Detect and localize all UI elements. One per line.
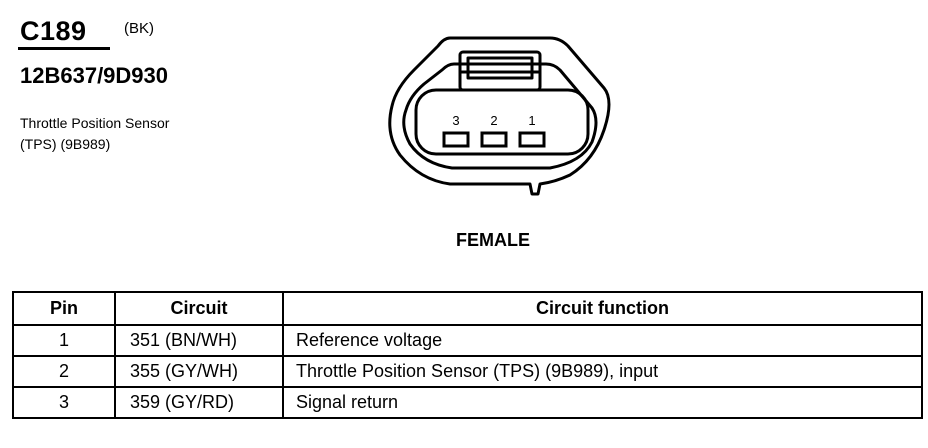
pin-cavity-3: [442, 131, 470, 148]
connector-housing: [388, 36, 611, 196]
locking-tab-inner: [466, 56, 534, 80]
cell-circuit-function: Reference voltage: [282, 324, 923, 357]
connector-face-diagram: 3 2 1: [388, 36, 611, 196]
housing-inner-wall: [402, 62, 598, 170]
pin-label-3: 3: [452, 113, 459, 128]
connector-id: C189: [20, 16, 87, 46]
table-row: 1 351 (BN/WH) Reference voltage: [12, 324, 923, 357]
table-row: 2 355 (GY/WH) Throttle Position Sensor (…: [12, 355, 923, 388]
cell-circuit: 359 (GY/RD): [114, 386, 284, 419]
cell-circuit: 351 (BN/WH): [114, 324, 284, 357]
connector-color: (BK): [124, 20, 154, 37]
cell-circuit-function: Signal return: [282, 386, 923, 419]
part-number: 12B637/9D930: [20, 63, 169, 88]
pin-table: Pin Circuit Circuit function 1 351 (BN/W…: [12, 291, 923, 419]
header-pin: Pin: [12, 291, 116, 326]
component-name-line-1: Throttle Position Sensor: [20, 115, 170, 131]
housing-outer-shell: [388, 36, 611, 196]
cell-pin: 2: [12, 355, 116, 388]
component-name: Throttle Position Sensor (TPS) (9B989): [20, 113, 169, 155]
cell-pin: 1: [12, 324, 116, 357]
pin-label-2: 2: [490, 113, 497, 128]
component-name-line-2: (TPS) (9B989): [20, 136, 111, 152]
cell-pin: 3: [12, 386, 116, 419]
pin-cavity-1: [518, 131, 546, 148]
pin-cavity-2: [480, 131, 508, 148]
table-row: 3 359 (GY/RD) Signal return: [12, 386, 923, 419]
pin-label-1: 1: [528, 113, 535, 128]
connector-gender-label: FEMALE: [456, 230, 530, 250]
header-circuit: Circuit: [114, 291, 284, 326]
cell-circuit-function: Throttle Position Sensor (TPS) (9B989), …: [282, 355, 923, 388]
table-header-row: Pin Circuit Circuit function: [12, 291, 923, 326]
cell-circuit: 355 (GY/WH): [114, 355, 284, 388]
pin-cavities: [442, 131, 546, 148]
header-circuit-function: Circuit function: [282, 291, 923, 326]
connector-id-underline: [18, 47, 110, 50]
pin-field-outline: [414, 88, 590, 156]
